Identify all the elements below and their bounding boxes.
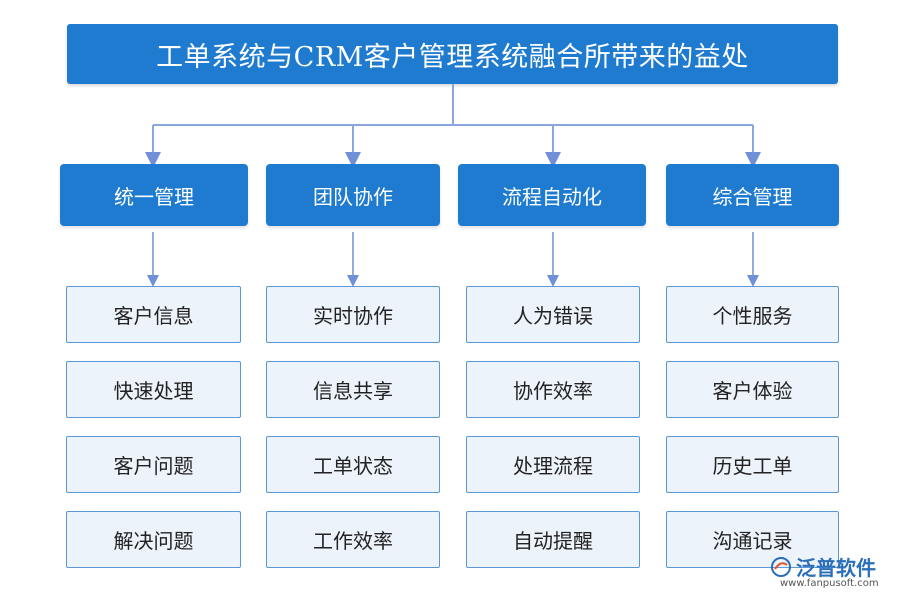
column-1-item-1: 客户信息 <box>66 286 241 343</box>
column-2-item-3: 工单状态 <box>266 436 440 493</box>
column-2-item-2: 信息共享 <box>266 361 440 418</box>
column-1-item-3: 客户问题 <box>66 436 241 493</box>
column-3-item-2: 协作效率 <box>466 361 640 418</box>
column-4-item-1: 个性服务 <box>666 286 839 343</box>
category-header-unified-management: 统一管理 <box>60 164 248 226</box>
category-header-integrated-management: 综合管理 <box>666 164 839 226</box>
column-4-item-3: 历史工单 <box>666 436 839 493</box>
column-2-item-1: 实时协作 <box>266 286 440 343</box>
logo-icon <box>771 556 791 577</box>
column-2-item-4: 工作效率 <box>266 511 440 568</box>
brand-logo: 泛普软件 <box>770 552 876 581</box>
column-1-item-4: 解决问题 <box>66 511 241 568</box>
logo-name: 泛普软件 <box>796 556 876 580</box>
column-3-item-1: 人为错误 <box>466 286 640 343</box>
column-4-item-2: 客户体验 <box>666 361 839 418</box>
logo-url: www.fanpusoft.com <box>780 578 879 589</box>
column-1-item-2: 快速处理 <box>66 361 241 418</box>
column-3-item-4: 自动提醒 <box>466 511 640 568</box>
category-header-process-automation: 流程自动化 <box>458 164 646 226</box>
column-4-item-4: 沟通记录 <box>666 511 839 568</box>
column-3-item-3: 处理流程 <box>466 436 640 493</box>
category-header-team-collaboration: 团队协作 <box>266 164 440 226</box>
diagram-title: 工单系统与CRM客户管理系统融合所带来的益处 <box>67 24 838 84</box>
